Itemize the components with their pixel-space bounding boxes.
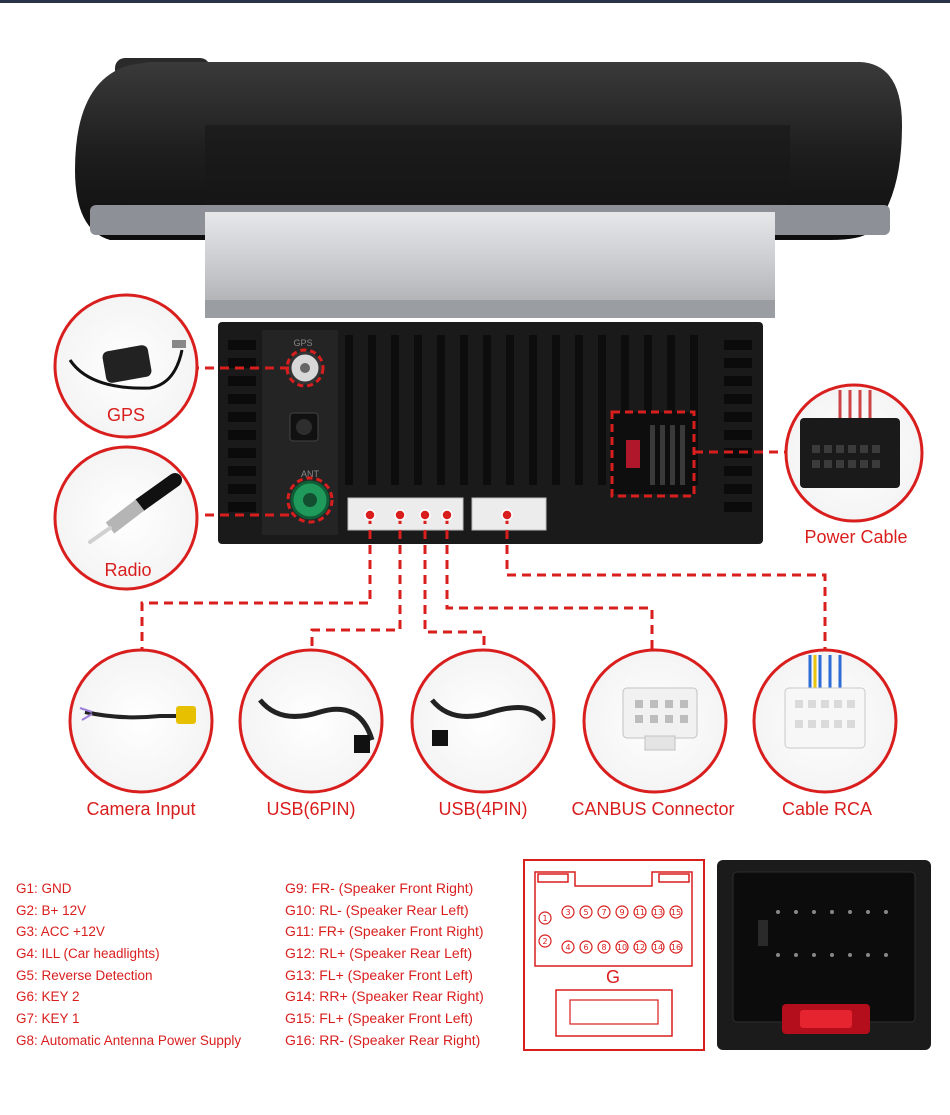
radio-label: Radio [104, 560, 152, 580]
pin-label-12: 12 [635, 943, 645, 952]
camera-input-label: Camera Input [86, 799, 196, 819]
ant-port-mark: ANT [301, 469, 320, 479]
pin-label-10: 10 [617, 943, 627, 952]
pinout-row: G15: FL+ (Speaker Front Left) [285, 1010, 473, 1027]
top-edge-bar [0, 0, 950, 3]
usb6-callout [238, 648, 384, 794]
pinout-row: G16: RR- (Speaker Rear Right) [285, 1031, 481, 1048]
camera-input-callout [68, 648, 214, 794]
pinout-row: G12: RL+ (Speaker Rear Left) [285, 945, 473, 962]
pin-label-6: 6 [583, 943, 588, 952]
connector-photo [717, 860, 931, 1050]
pin-label-14: 14 [653, 943, 663, 952]
pinout-row: G9: FR- (Speaker Front Right) [285, 880, 474, 896]
pin-label-4: 4 [565, 943, 570, 952]
pin-group-letter: G [606, 967, 620, 987]
pinout-right: G9: FR- (Speaker Front Right) G10: RL- (… [285, 878, 484, 1052]
pinout-row: G4: ILL (Car headlights) [16, 946, 160, 962]
power-cable-label: Power Cable [804, 527, 908, 547]
pin-label-7: 7 [601, 908, 606, 917]
pin-label-1: 1 [542, 914, 547, 923]
canbus-label: CANBUS Connector [571, 799, 735, 819]
head-unit: GPS ANT [75, 58, 902, 544]
gps-port-mark: GPS [293, 338, 312, 348]
pinout-row: G10: RL- (Speaker Rear Left) [285, 901, 469, 918]
usb4-callout [410, 648, 556, 794]
pinout-row: G3: ACC +12V [16, 924, 105, 940]
pinout-row: G7: KEY 1 [16, 1011, 80, 1027]
pinout-left: G1: GND G2: B+ 12V G3: ACC +12V G4: ILL … [16, 878, 241, 1052]
gps-callout [53, 293, 199, 439]
connector-leaders [140, 348, 827, 652]
pinout-row: G8: Automatic Antenna Power Supply [16, 1032, 242, 1048]
pinout-row: G14: RR+ (Speaker Rear Right) [285, 988, 484, 1005]
power-cable-callout [784, 383, 924, 523]
pinout-row: G5: Reverse Detection [16, 967, 153, 983]
canbus-callout [582, 648, 728, 794]
pin-label-15: 15 [671, 908, 681, 917]
cable-rca-callout [752, 648, 898, 794]
usb4-label: USB(4PIN) [438, 799, 528, 819]
pinout-row: G13: FL+ (Speaker Front Left) [285, 966, 473, 983]
pin-label-11: 11 [635, 908, 645, 917]
pin-label-8: 8 [601, 943, 606, 952]
gps-label: GPS [106, 405, 146, 425]
pin-label-13: 13 [653, 908, 663, 917]
pin-label-5: 5 [583, 908, 588, 917]
pin-diagram: 1 2 3 5 7 9 11 13 15 4 6 8 10 12 14 16 G [523, 859, 705, 1051]
pinout-row: G2: B+ 12V [16, 902, 87, 918]
pin-label-2: 2 [542, 937, 547, 946]
pinout-row: G6: KEY 2 [16, 989, 80, 1005]
cable-rca-label: Cable RCA [781, 799, 873, 819]
pinout-row: G11: FR+ (Speaker Front Right) [285, 923, 484, 940]
usb6-label: USB(6PIN) [266, 799, 356, 819]
pin-label-16: 16 [671, 943, 681, 952]
radio-callout [53, 445, 199, 591]
pin-label-9: 9 [619, 908, 624, 917]
pin-label-3: 3 [565, 908, 570, 917]
pinout-row: G1: GND [16, 881, 72, 896]
